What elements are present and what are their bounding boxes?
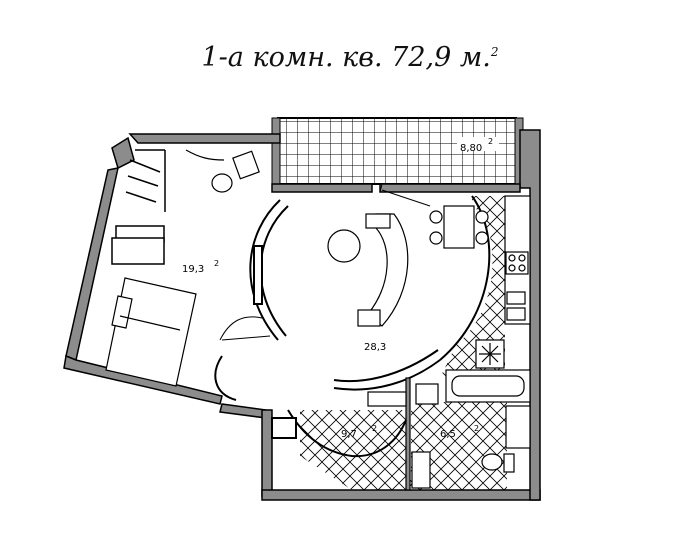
hall-area-label: 9,7 xyxy=(341,429,357,440)
dining-table xyxy=(429,205,489,249)
bath-area-unit: 2 xyxy=(474,424,479,433)
kitchen-counter xyxy=(475,195,531,369)
balcony xyxy=(271,117,524,185)
doors xyxy=(219,183,431,341)
hall-tile-floor xyxy=(300,410,412,490)
bedroom-area-label: 19,3 xyxy=(182,264,204,275)
bed xyxy=(105,277,197,387)
balcony-area-label: 8,80 xyxy=(460,143,482,154)
bedroom-walls xyxy=(111,149,166,265)
plan-title-superscript: 2 xyxy=(490,45,499,59)
bathroom xyxy=(367,369,531,491)
plan-title: 1-а комн. кв. 72,9 м.2 xyxy=(0,42,700,73)
plan-title-text: 1-а комн. кв. 72,9 м. xyxy=(201,42,491,73)
desk-set xyxy=(185,149,260,193)
balcony-area-unit: 2 xyxy=(488,137,493,146)
living-furniture xyxy=(327,213,409,327)
hall-walls xyxy=(214,355,407,458)
outer-walls xyxy=(63,129,541,501)
curved-wall-living xyxy=(249,199,289,341)
living-area-label: 28,3 xyxy=(364,342,386,353)
kitchen-tile-floor xyxy=(440,196,505,378)
hall-area-unit: 2 xyxy=(372,424,377,433)
bedroom-area-unit: 2 xyxy=(214,259,219,268)
bath-area-label: 6,5 xyxy=(440,429,456,440)
